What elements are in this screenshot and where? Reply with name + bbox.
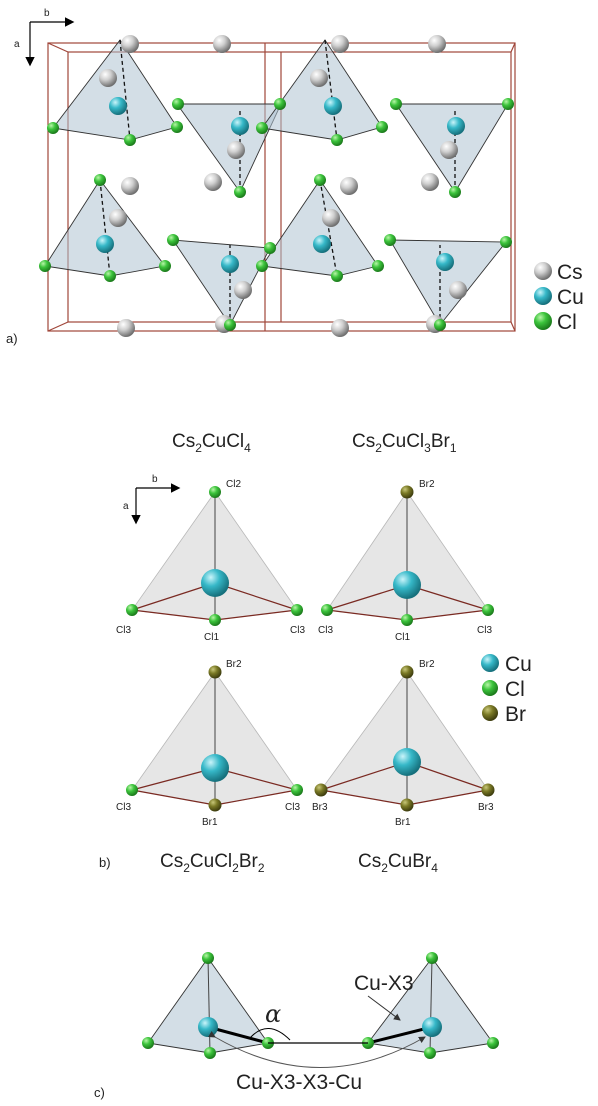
cu-x3-arrow [367, 995, 401, 1021]
cs-atoms [99, 35, 467, 337]
legend-cl-label: Cl [557, 311, 577, 334]
t1-top-label: Cl2 [226, 479, 241, 490]
path-arc [208, 1030, 426, 1068]
tetrahedra-panel-a [44, 39, 509, 326]
t4-top-label: Br2 [419, 659, 435, 670]
panel-b-tetrahedra: Cs2CuCl4 Cs2CuCl3Br1 a b Cl2 Cl3 [99, 431, 532, 875]
t4-bottom-label: Br1 [395, 817, 411, 828]
t4-left-label: Br3 [312, 802, 328, 813]
panel-c-bridge: α Cu-X3 Cu-X3-X3-Cu c) [94, 952, 499, 1100]
legend-b-br-label: Br [505, 703, 526, 726]
t3-left-label: Cl3 [116, 802, 131, 813]
axis-b-b-label: b [152, 474, 158, 485]
t2-top-label: Br2 [419, 479, 435, 490]
t1-left-label: Cl3 [116, 625, 131, 636]
tetrahedron-cs2cucl3br1: Br2 Cl3 Cl1 Cl3 [318, 479, 494, 643]
angle-alpha-label: α [265, 1000, 281, 1028]
panel-c-label: c) [94, 1085, 105, 1100]
atoms-panel-a [39, 35, 514, 337]
legend-cs-label: Cs [557, 261, 583, 284]
legend-cu-label: Cu [557, 286, 584, 309]
axis-a-label: a [14, 39, 20, 50]
tetrahedron-cs2cucl2br2: Br2 Cl3 Br1 Cl3 [116, 659, 303, 828]
t2-bottom-label: Cl1 [395, 632, 410, 643]
legend-b-cl-label: Cl [505, 678, 525, 701]
legend-cu-icon [534, 287, 552, 305]
dashed-bonds-panel-a [99, 39, 456, 325]
t2-right-label: Cl3 [477, 625, 492, 636]
t3-bottom-label: Br1 [202, 817, 218, 828]
axis-b-a-label: a [123, 501, 129, 512]
legend-b-cu-label: Cu [505, 653, 532, 676]
legend-b-cu-icon [481, 654, 499, 672]
cu-x3-x3-cu-label: Cu-X3-X3-Cu [236, 1071, 362, 1094]
tetrahedron-cs2cucl4: Cl2 Cl3 Cl1 Cl3 [116, 479, 305, 643]
t2-left-label: Cl3 [318, 625, 333, 636]
axis-b-label: b [44, 8, 50, 19]
right-tetrahedron-c [362, 952, 499, 1059]
axis-indicator-b: a b [123, 474, 181, 525]
tetrahedron-cs2cubr4: Br2 Br3 Br1 Br3 [312, 659, 495, 828]
legend-cs-icon [534, 262, 552, 280]
compound-4-title: Cs2CuBr4 [358, 851, 438, 875]
t1-bottom-label: Cl1 [204, 632, 219, 643]
legend-panel-a: Cs Cu Cl [534, 261, 584, 334]
t3-right-label: Cl3 [285, 802, 300, 813]
legend-panel-b: Cu Cl Br [481, 653, 532, 726]
cu-x3-label: Cu-X3 [354, 972, 414, 995]
unit-cell-edges [47, 42, 516, 332]
t4-right-label: Br3 [478, 802, 494, 813]
axis-indicator-a: a b [14, 8, 75, 67]
compound-2-title: Cs2CuCl3Br1 [352, 431, 457, 455]
cl-atoms [39, 98, 514, 331]
panel-a-label: a) [6, 331, 18, 346]
legend-cl-icon [534, 312, 552, 330]
panel-b-label: b) [99, 855, 111, 870]
compound-1-title: Cs2CuCl4 [172, 431, 251, 455]
legend-b-cl-icon [482, 680, 498, 696]
t1-right-label: Cl3 [290, 625, 305, 636]
left-tetrahedron-c [142, 952, 274, 1059]
legend-b-br-icon [482, 705, 498, 721]
cu-atoms [96, 97, 465, 273]
t3-top-label: Br2 [226, 659, 242, 670]
compound-3-title: Cs2CuCl2Br2 [160, 851, 265, 875]
panel-a-unit-cell: a b [6, 8, 584, 346]
